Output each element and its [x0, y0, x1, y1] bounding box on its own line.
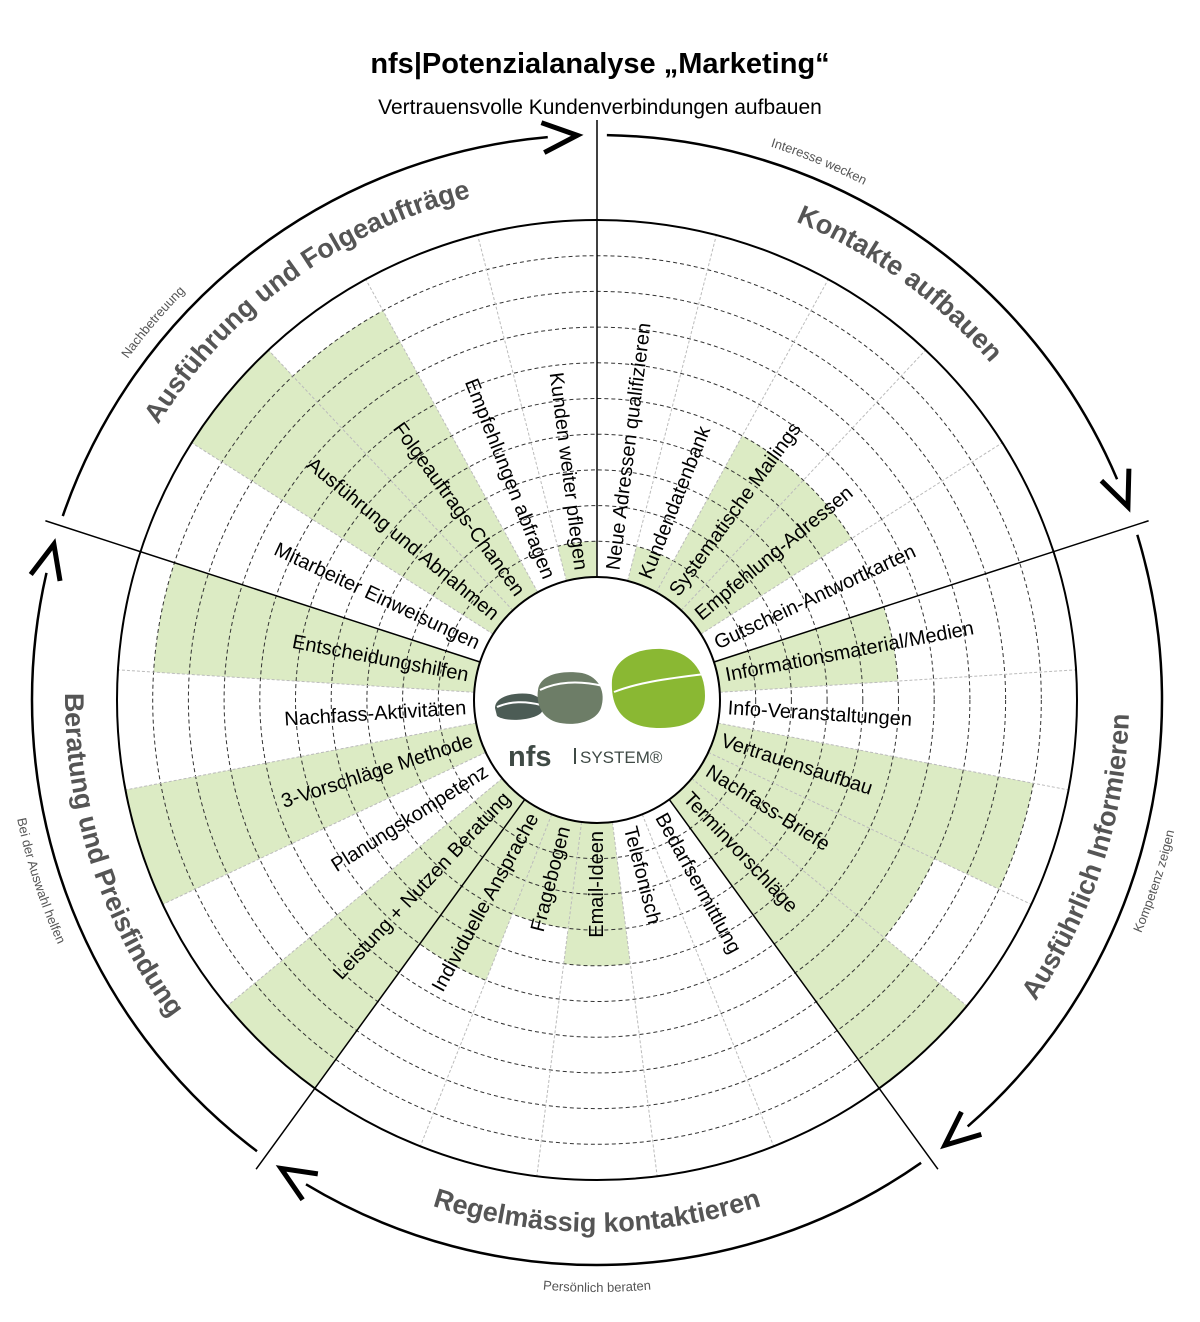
segment-divider: [226, 778, 503, 1007]
segment-divider: [611, 821, 658, 1177]
segment-label: Neue Adressen qualifizieren: [603, 322, 656, 572]
phase-arrow-icon: [540, 120, 584, 155]
phase-divider-line: [45, 520, 481, 663]
segment-divider: [655, 279, 829, 593]
stones-icon: [495, 648, 706, 728]
scale-ring: [259, 362, 935, 1038]
segment-divider: [627, 234, 717, 581]
phase-subtitle: Kompetenz zeigen: [1130, 828, 1177, 934]
page-title: nfs|Potenzialanalyse „Marketing“: [370, 48, 830, 80]
wedge-entscheidungshilfen: [153, 562, 481, 693]
phase-arc: [305, 1161, 922, 1267]
phase-arc: [61, 135, 548, 517]
phase-arc: [30, 572, 258, 1153]
chart-wedges: [125, 310, 1034, 1089]
segment-divider: [708, 751, 1032, 905]
wedge-terminvorschl-ge: [669, 778, 967, 1089]
phase-arrow-icon: [28, 538, 63, 582]
wedge-3-vorschl-ge-methode: [125, 723, 486, 905]
scale-ring: [402, 505, 792, 895]
wedge-empfehlung-adressen: [681, 480, 852, 635]
segment-label: Kunden weiter pflegen: [545, 371, 592, 571]
segment-divider: [691, 778, 968, 1007]
segment-divider: [719, 669, 1077, 693]
logo-product: SYSTEM®: [580, 748, 663, 767]
segment-divider: [125, 722, 477, 791]
scale-ring: [187, 290, 1007, 1110]
wedge-fragebogen: [512, 814, 582, 929]
segment-divider: [162, 751, 486, 905]
wedge-ausf-hrung-und-abnahmen: [191, 350, 513, 635]
segment-divider: [419, 814, 553, 1147]
segment-divider: [268, 349, 514, 611]
segment-label: Info-Veranstaltungen: [727, 697, 913, 731]
nfs-logo: nfs SYSTEM®: [473, 576, 721, 824]
wedge-vertrauensaufbau: [708, 723, 1034, 890]
segment-label: Email-Ideen: [586, 831, 608, 938]
scale-ring: [437, 540, 757, 860]
wedge-folgeauftrags-chancen: [292, 310, 538, 611]
segment-divider: [477, 234, 567, 581]
segment-label: Nachfass-Aktivitäten: [284, 697, 467, 730]
scale-ring: [223, 326, 971, 1074]
segment-label: Telefonisch: [619, 824, 665, 926]
phase-arc: [966, 534, 1164, 1128]
chart-grid: [45, 120, 1149, 1181]
scale-ring: [295, 398, 899, 1002]
segment-divider: [117, 669, 475, 693]
page-subtitle: Vertrauensvolle Kundenverbindungen aufba…: [378, 96, 822, 119]
phase-arc: [606, 133, 1119, 480]
wedge-kundendatenbank: [627, 546, 674, 593]
segment-divider: [191, 442, 494, 635]
wedge-systematische-mailings: [656, 435, 804, 611]
scale-ring: [330, 433, 864, 967]
segment-divider: [700, 442, 1003, 635]
segment-divider: [365, 279, 539, 593]
logo-brand: nfs: [508, 741, 552, 773]
segment-divider: [680, 349, 926, 611]
wedge-kunden-weiter-pflegen: [557, 541, 597, 581]
phase-title: Ausführlich Informieren: [1015, 713, 1134, 1005]
segment-divider: [717, 722, 1069, 791]
outer-ring: [116, 219, 1078, 1181]
wedge-informationsmaterial-medien: [713, 606, 898, 693]
segment-divider: [641, 814, 775, 1147]
phase-subtitle: Persönlich beraten: [543, 1278, 652, 1295]
wedge-leistung-nutzen-beratung: [227, 778, 525, 1089]
phase-divider-line: [255, 799, 526, 1170]
wedge-individuelle-ansprache: [419, 799, 552, 981]
wedge-nachfass-briefe: [691, 752, 935, 938]
phase-divider-line: [668, 799, 939, 1170]
phase-arrow-icon: [1099, 468, 1132, 513]
segment-divider: [536, 821, 583, 1177]
phase-title: Regelmässig kontaktieren: [430, 1183, 763, 1238]
phase-arrow-icon: [940, 1110, 983, 1150]
phase-arrow-icon: [275, 1165, 319, 1202]
phase-divider-line: [713, 520, 1149, 663]
scale-ring: [366, 469, 828, 931]
